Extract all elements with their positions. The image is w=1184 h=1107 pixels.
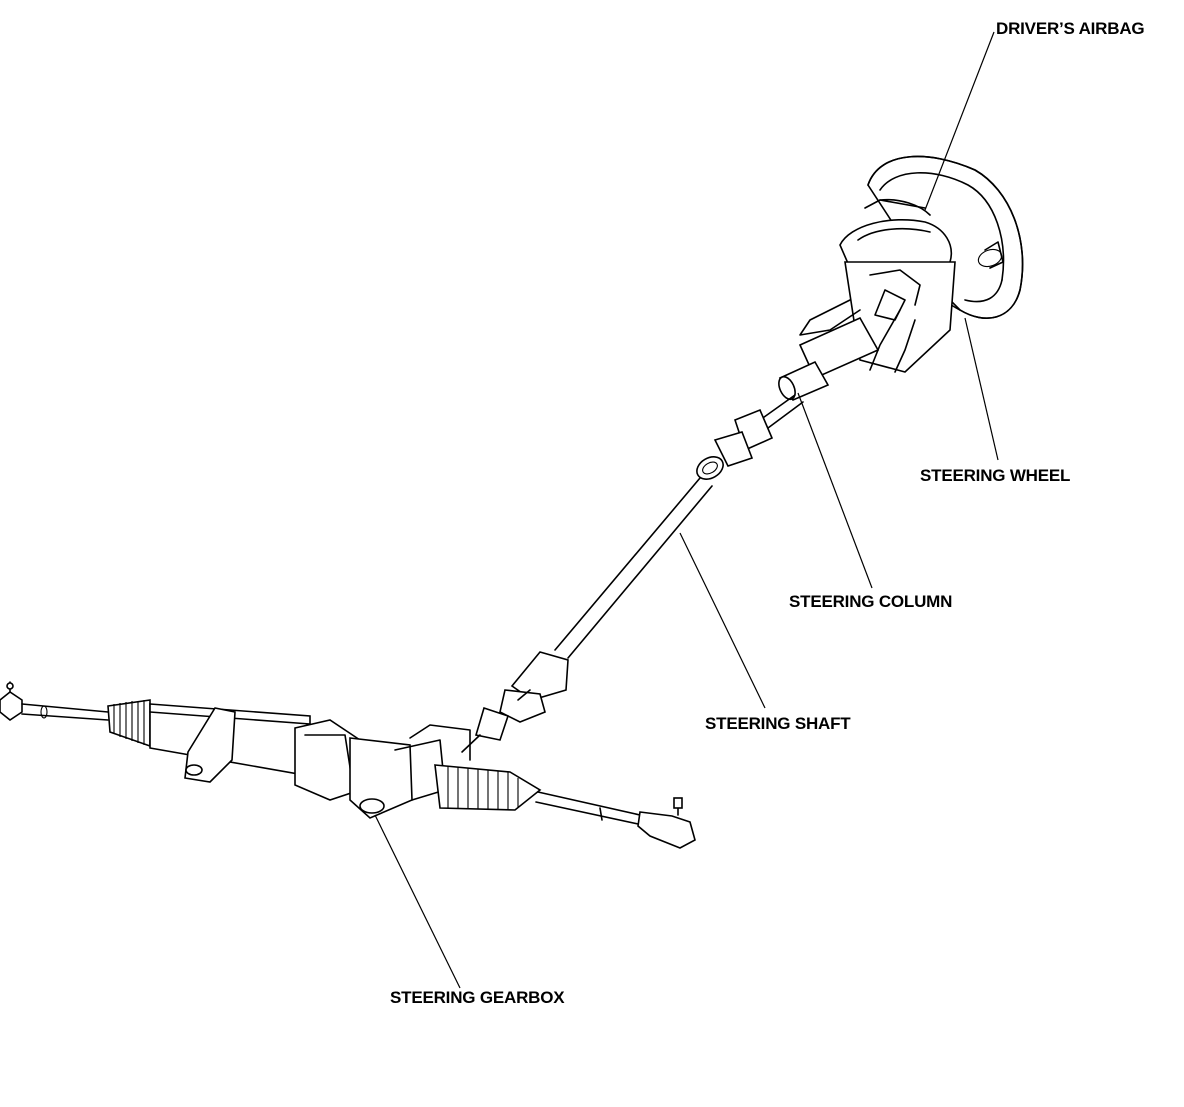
leader-steering-wheel (964, 317, 999, 461)
label-steering-gearbox: STEERING GEARBOX (390, 988, 565, 1007)
leader-drivers-airbag (924, 31, 995, 211)
steering-shaft (461, 408, 774, 753)
drivers-airbag (839, 198, 952, 276)
label-steering-shaft: STEERING SHAFT (705, 714, 851, 733)
label-drivers-airbag: DRIVER’S AIRBAG (996, 19, 1145, 38)
steering-gearbox (0, 681, 696, 849)
steering-column (759, 261, 956, 429)
label-steering-column: STEERING COLUMN (789, 592, 953, 611)
label-steering-wheel: STEERING WHEEL (920, 466, 1071, 485)
leader-steering-gearbox (374, 814, 461, 989)
leader-steering-column (797, 392, 873, 589)
leader-steering-shaft (679, 532, 766, 709)
